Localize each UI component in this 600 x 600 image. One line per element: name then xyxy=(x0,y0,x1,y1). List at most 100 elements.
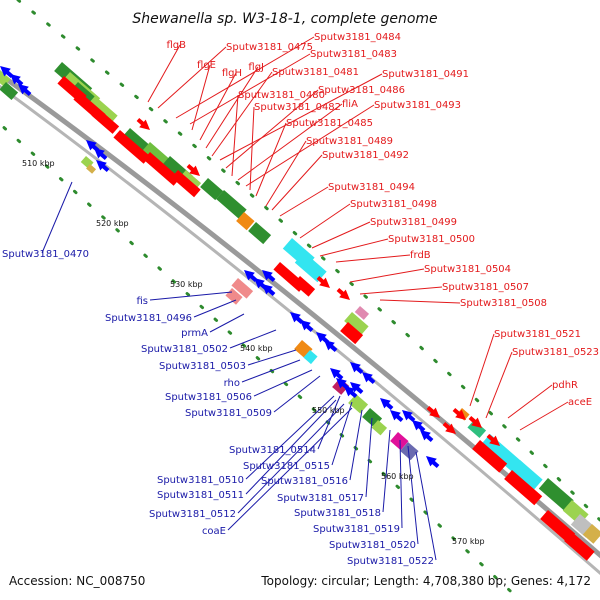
outer-gene-label: Sputw3181_0499 xyxy=(370,217,457,228)
inner-gene-label: Sputw3181_0522 xyxy=(347,556,434,567)
inner-label-leader xyxy=(241,359,301,383)
feature-block xyxy=(91,108,120,134)
inner-gene-label: Sputw3181_0519 xyxy=(313,524,400,535)
inner-label-leader xyxy=(193,299,237,318)
outer-label-leader xyxy=(219,73,383,161)
outer-gene-label: Sputw3181_0483 xyxy=(310,49,397,60)
accession-text: Accession: NC_008750 xyxy=(9,574,145,588)
reverse-cds-arrow xyxy=(324,340,338,353)
reverse-cds-arrow xyxy=(244,270,258,283)
outer-label-leader xyxy=(379,299,461,304)
outer-label-leader xyxy=(237,103,343,181)
outer-gene-label: flgE xyxy=(197,60,216,71)
outer-gene-label: Sputw3181_0521 xyxy=(494,329,581,340)
inner-label-leader xyxy=(317,395,341,450)
feature-block xyxy=(510,460,543,491)
inner-gene-label: Sputw3181_0510 xyxy=(157,475,244,486)
forward-cds-arrow xyxy=(336,287,350,300)
feature-block xyxy=(0,82,19,101)
feature-block xyxy=(472,439,508,473)
inner-gene-label: Sputw3181_0516 xyxy=(261,476,348,487)
outer-gene-label: fliA xyxy=(342,99,358,110)
outer-gene-label: Sputw3181_0504 xyxy=(424,264,511,275)
outer-label-leader xyxy=(507,384,553,419)
inner-gene-label: Sputw3181_0503 xyxy=(159,361,246,372)
outer-label-leader xyxy=(147,44,181,103)
reverse-cds-arrow xyxy=(290,312,304,325)
inner-label-leader xyxy=(149,291,233,301)
feature-block xyxy=(293,276,316,297)
feature-block xyxy=(564,532,595,561)
outer-label-leader xyxy=(271,154,323,211)
inner-label-leader xyxy=(209,313,245,333)
feature-block xyxy=(248,222,272,245)
inner-gene-label: fis xyxy=(136,296,148,307)
feature-block xyxy=(480,433,524,474)
reverse-cds-arrow xyxy=(350,382,364,395)
outer-gene-label: Sputw3181_0494 xyxy=(328,182,415,193)
reverse-cds-arrow xyxy=(390,410,404,423)
feature-block xyxy=(216,189,247,219)
map-title: Shewanella sp. W3-18-1, complete genome xyxy=(132,11,437,27)
outer-label-leader xyxy=(335,254,411,263)
feature-block xyxy=(344,312,369,336)
reverse-cds-arrow xyxy=(336,378,350,391)
outer-label-leader xyxy=(255,122,287,197)
outer-gene-label: Sputw3181_0480 xyxy=(238,90,325,101)
inner-gene-label: Sputw3181_0506 xyxy=(165,392,252,403)
outer-gene-label: aceE xyxy=(568,397,592,408)
kbp-tick-label: 510 kbp xyxy=(22,159,55,168)
outer-gene-label: Sputw3181_0500 xyxy=(388,234,475,245)
feature-block xyxy=(538,477,574,511)
outer-gene-label: Sputw3181_0482 xyxy=(254,102,341,113)
outer-gene-label: Sputw3181_0493 xyxy=(374,100,461,111)
inner-gene-label: Sputw3181_0470 xyxy=(2,249,89,260)
outer-label-leader xyxy=(245,104,375,187)
forward-cds-arrow xyxy=(468,415,482,428)
reverse-cds-arrow xyxy=(262,284,276,297)
outer-gene-label: Sputw3181_0481 xyxy=(272,67,359,78)
feature-block xyxy=(390,432,409,451)
outer-gene-label: Sputw3181_0523 xyxy=(512,347,599,358)
feature-block xyxy=(303,350,318,365)
reverse-cds-arrow xyxy=(96,160,110,173)
outer-gene-label: flgH xyxy=(222,68,242,79)
feature-block xyxy=(171,170,201,198)
outer-gene-label: frdB xyxy=(410,250,431,261)
kbp-tick-label: 560 kbp xyxy=(381,472,414,481)
outer-label-leader xyxy=(279,186,329,217)
feature-block xyxy=(540,509,576,543)
outer-label-leader xyxy=(469,333,495,407)
feature-block xyxy=(504,469,543,506)
reverse-cds-arrow xyxy=(412,420,426,433)
outer-gene-label: Sputw3181_0498 xyxy=(350,199,437,210)
inner-gene-label: Sputw3181_0511 xyxy=(157,490,244,501)
backbone-inner-arc xyxy=(0,84,600,576)
inner-label-leader xyxy=(407,445,419,545)
forward-cds-arrow xyxy=(486,433,500,446)
feature-block xyxy=(348,394,369,414)
outer-label-leader xyxy=(265,140,307,207)
forward-cds-arrow xyxy=(426,405,440,418)
inner-gene-label: Sputw3181_0514 xyxy=(229,445,316,456)
outer-gene-label: flgB xyxy=(166,40,186,51)
reverse-cds-arrow xyxy=(0,66,14,79)
feature-block xyxy=(231,277,254,299)
reverse-cds-arrow xyxy=(18,84,32,97)
inner-label-leader xyxy=(273,375,321,413)
inner-gene-label: prmA xyxy=(181,328,208,339)
feature-block xyxy=(294,251,327,283)
inner-label-leader xyxy=(229,329,277,349)
outer-label-leader xyxy=(519,401,569,431)
outer-label-leader xyxy=(231,94,239,177)
outer-gene-label: Sputw3181_0508 xyxy=(460,298,547,309)
inner-label-leader xyxy=(237,403,345,514)
feature-block xyxy=(87,96,118,125)
reverse-cds-arrow xyxy=(420,430,434,443)
inner-gene-label: Sputw3181_0496 xyxy=(105,313,192,324)
inner-gene-label: coaE xyxy=(202,526,226,537)
outer-label-leader xyxy=(199,72,237,141)
